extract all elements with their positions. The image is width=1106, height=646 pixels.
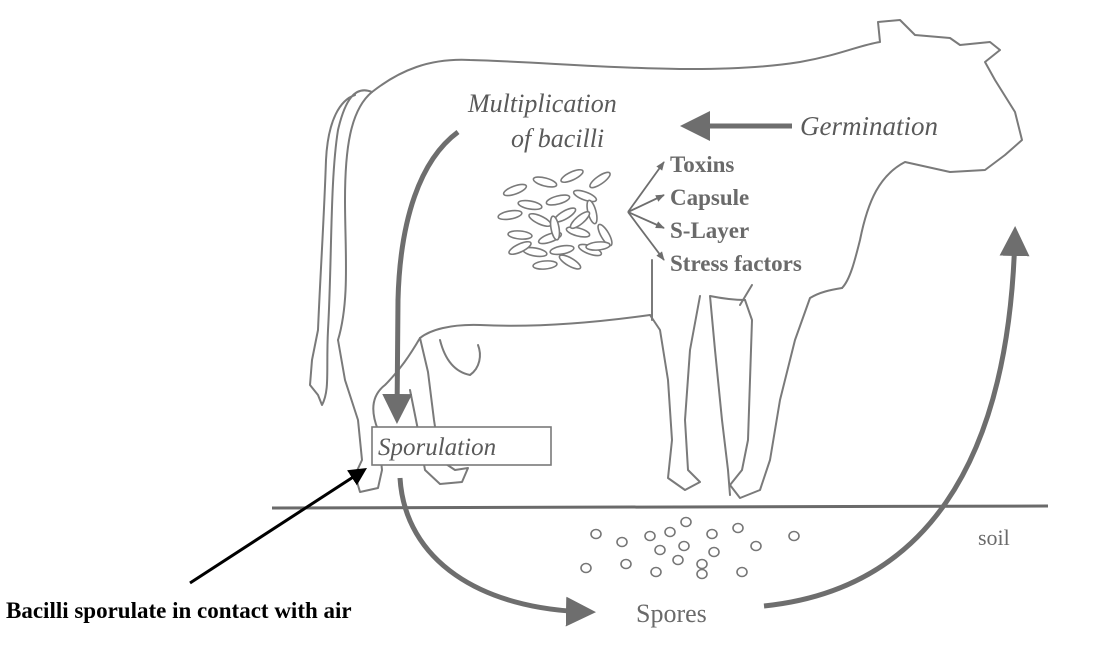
spore: [650, 566, 662, 578]
spore: [732, 522, 744, 534]
sporulation-label: Sporulation: [378, 434, 496, 461]
bacillus: [508, 240, 532, 256]
arrow-spores-to-cow: [763, 226, 1030, 609]
bacillus: [549, 244, 575, 256]
arrow-sporulation-to-spores: [397, 477, 596, 627]
toxins-label: Toxins: [670, 152, 734, 177]
bacillus: [502, 183, 528, 197]
spore: [736, 566, 748, 578]
bacillus: [597, 223, 613, 247]
bacillus: [585, 241, 611, 251]
spore: [654, 544, 666, 556]
arrow-multiplication-to-sporulation: [382, 129, 460, 424]
bacillus: [528, 212, 552, 228]
soil-line: [271, 504, 1049, 510]
bacillus: [549, 215, 561, 241]
spore: [696, 568, 708, 580]
bacilli-air-note: Bacilli sporulate in contact with air: [6, 598, 352, 623]
multiplication-label-line2: of bacilli: [511, 124, 604, 153]
capsule-label: Capsule: [670, 185, 749, 210]
cow-outline: [309, 19, 1023, 499]
bacilli-cluster: [497, 168, 613, 270]
spore: [788, 530, 800, 542]
sporulation-box: [371, 426, 552, 466]
stress-factors-label: Stress factors: [670, 251, 802, 276]
bacillus: [497, 209, 523, 221]
bacillus: [572, 189, 598, 203]
bacillus: [517, 199, 543, 211]
spore: [706, 528, 718, 540]
bacillus: [565, 226, 591, 238]
spore: [620, 558, 632, 570]
spore: [696, 558, 708, 570]
spore: [616, 536, 628, 548]
spore: [580, 562, 592, 574]
spores-label: Spores: [636, 599, 707, 628]
spore: [644, 530, 656, 542]
bacillus: [507, 230, 533, 240]
bacillus: [545, 194, 571, 206]
spores-cluster: [580, 516, 800, 580]
germination-label: Germination: [800, 111, 938, 141]
spore: [672, 554, 684, 566]
spore: [590, 528, 602, 540]
bacillus: [589, 171, 611, 189]
factor-arrows: [627, 161, 665, 261]
multiplication-label-line1: Multiplication: [467, 89, 617, 118]
bacillus: [560, 168, 584, 184]
spore: [664, 526, 676, 538]
bacillus: [558, 254, 582, 270]
arrow-air-note: [189, 468, 368, 585]
bacillus: [569, 210, 591, 230]
bacillus: [532, 176, 558, 188]
bacillus: [532, 260, 558, 270]
s-layer-label: S-Layer: [670, 218, 749, 243]
soil-label: soil: [978, 525, 1010, 550]
spore: [680, 516, 692, 528]
spore: [750, 540, 762, 552]
spore: [708, 546, 720, 558]
spore: [678, 540, 690, 552]
